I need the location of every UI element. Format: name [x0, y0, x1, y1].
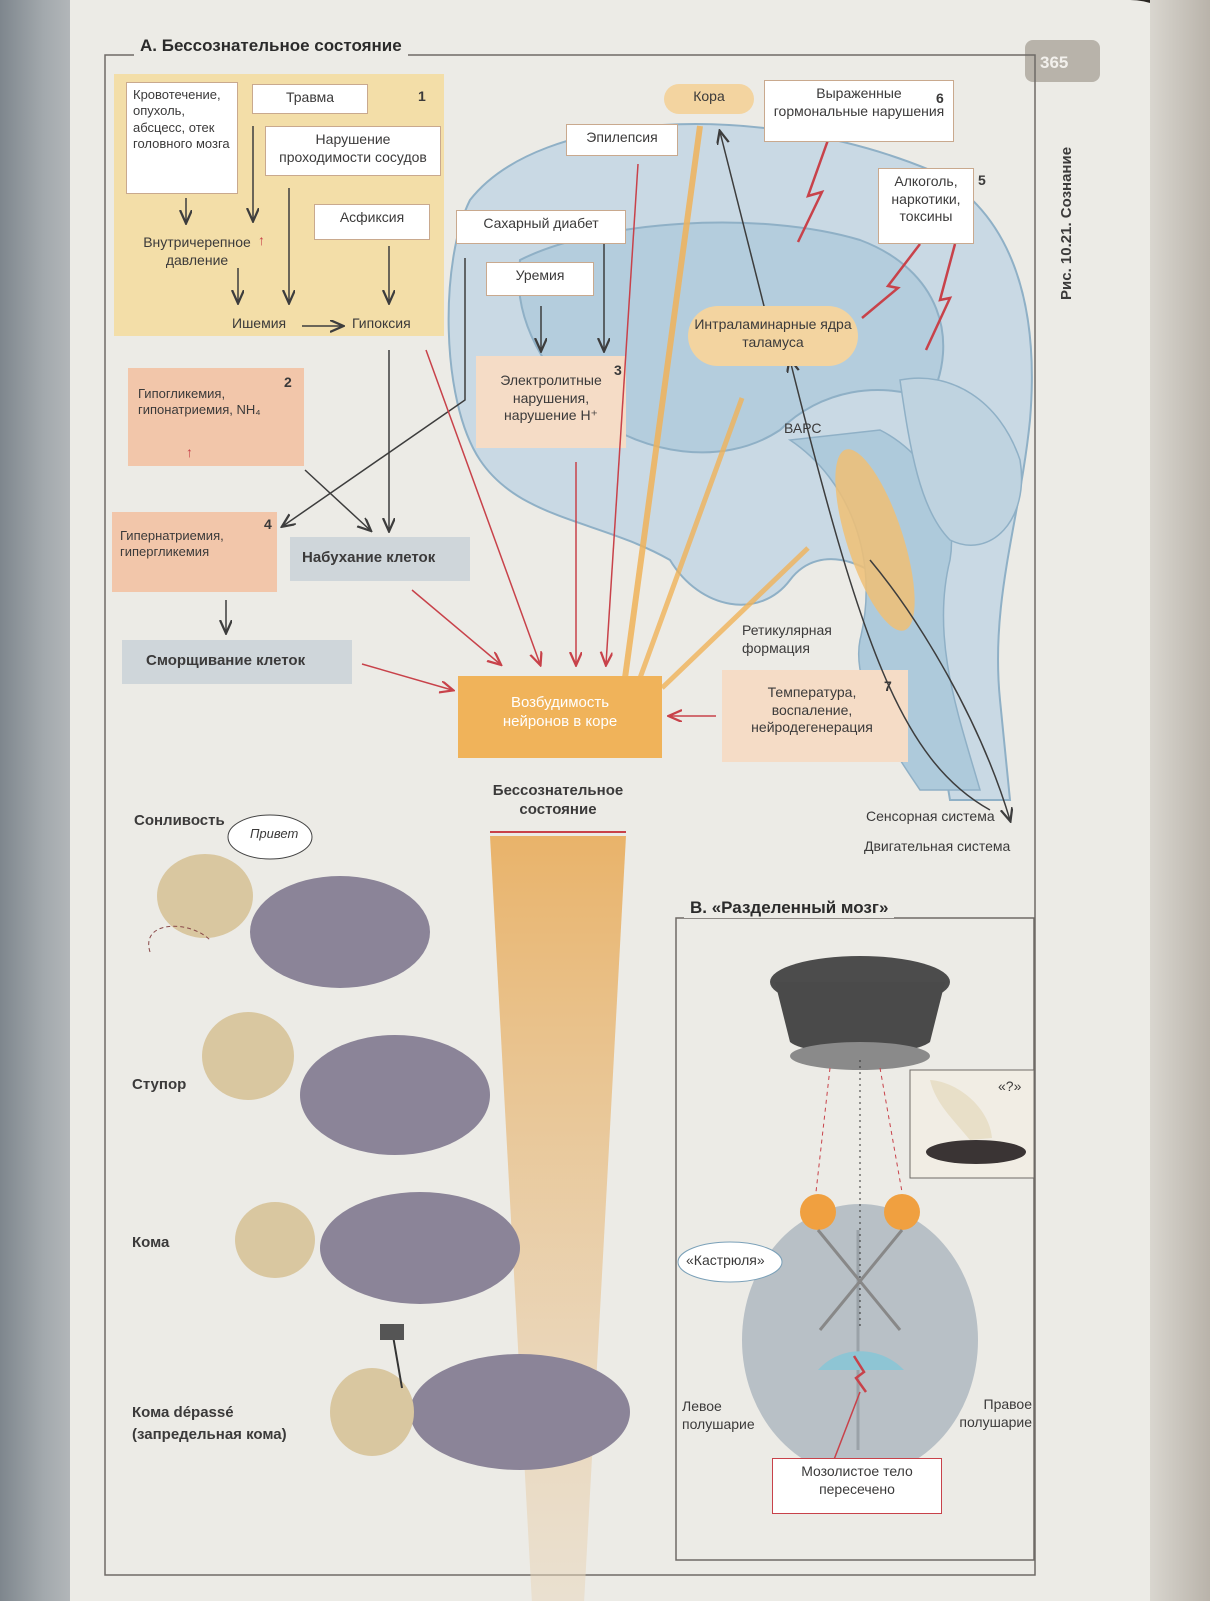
question-label: «?»: [998, 1078, 1022, 1094]
icp-label: Внутричерепное давление: [143, 234, 251, 268]
patient-drowsiness: [148, 854, 430, 988]
hyper-label: Гипернатриемия, гипергликемия: [120, 528, 224, 560]
vessel-box: Нарушение проходимости сосудов: [265, 126, 441, 176]
number-5: 5: [978, 172, 986, 188]
trauma-box: Травма: [252, 84, 368, 114]
coma-label: Кома: [132, 1234, 170, 1251]
icp-up-arrow: ↑: [258, 232, 265, 248]
section-a-title: А. Бессознательное состояние: [134, 36, 408, 56]
number-3: 3: [614, 362, 622, 378]
bleeding-box: Кровотечение, опухоль, абсцесс, отек гол…: [126, 82, 238, 194]
speech-bubble-text: Привет: [250, 826, 299, 841]
asphyxia-box: Асфиксия: [314, 204, 430, 240]
section-b-title: В. «Разделенный мозг»: [684, 898, 895, 918]
ischemia-label: Ишемия: [232, 315, 287, 331]
hypoxia-label: Гипоксия: [352, 315, 411, 331]
shrinking-label: Сморщивание клеток: [146, 652, 306, 669]
page-number: 365: [1040, 53, 1069, 72]
uremia-box: Уремия: [486, 262, 594, 296]
number-4: 4: [264, 516, 272, 532]
excitability-label: Возбудимость нейронов в коре: [502, 694, 618, 730]
section-b-frame: [675, 917, 1035, 1561]
pot-label: «Кастрюля»: [686, 1252, 765, 1268]
intralaminar-box: Интраламинарные ядра таламуса: [688, 306, 858, 366]
reticular-label: Ретикулярная формация: [742, 622, 832, 656]
electrolyte-label: Электролитные нарушения, нарушение H⁺: [500, 372, 602, 423]
number-6: 6: [936, 90, 944, 106]
number-1: 1: [418, 88, 426, 104]
right-page-edge: [1150, 0, 1210, 1601]
hormonal-box: Выраженные гормональные нарушения: [764, 80, 954, 142]
left-hemisphere-label: Левое полушарие: [682, 1398, 755, 1432]
unconscious-label: Бессознательное состояние: [492, 782, 624, 818]
stupor-label: Ступор: [132, 1076, 187, 1093]
patient-coma: [235, 1192, 520, 1304]
cortex-box: Кора: [664, 84, 754, 114]
corpus-box: Мозолистое тело пересечено: [772, 1458, 942, 1514]
diabetes-box: Сахарный диабет: [456, 210, 626, 244]
epilepsy-box: Эпилепсия: [566, 124, 678, 156]
vars-label: ВАРС: [784, 420, 822, 436]
number-2: 2: [284, 374, 292, 390]
number-7: 7: [884, 678, 892, 694]
nh4-up-arrow: ↑: [186, 444, 193, 460]
sensory-label: Сенсорная система: [866, 808, 995, 824]
temperature-label: Температура, воспаление, нейродегенераци…: [751, 684, 873, 735]
page-number-tab: [1025, 40, 1100, 82]
patient-stupor: [202, 1012, 490, 1155]
drowsiness-label: Сонливость: [134, 812, 225, 829]
alcohol-box: Алкоголь, наркотики, токсины: [878, 168, 974, 244]
coma-depasse-label: Кома dépassé: [132, 1404, 234, 1421]
swelling-label: Набухание клеток: [302, 549, 436, 566]
coma-depasse-ru-label: (запредельная кома): [132, 1426, 287, 1443]
patient-coma-depasse: [330, 1324, 630, 1470]
hypo-label: Гипогликемия, гипонатриемия, NH₄: [138, 386, 261, 418]
motor-label: Двигательная система: [864, 838, 1011, 854]
right-hemisphere-label: Правое полушарие: [959, 1396, 1032, 1430]
